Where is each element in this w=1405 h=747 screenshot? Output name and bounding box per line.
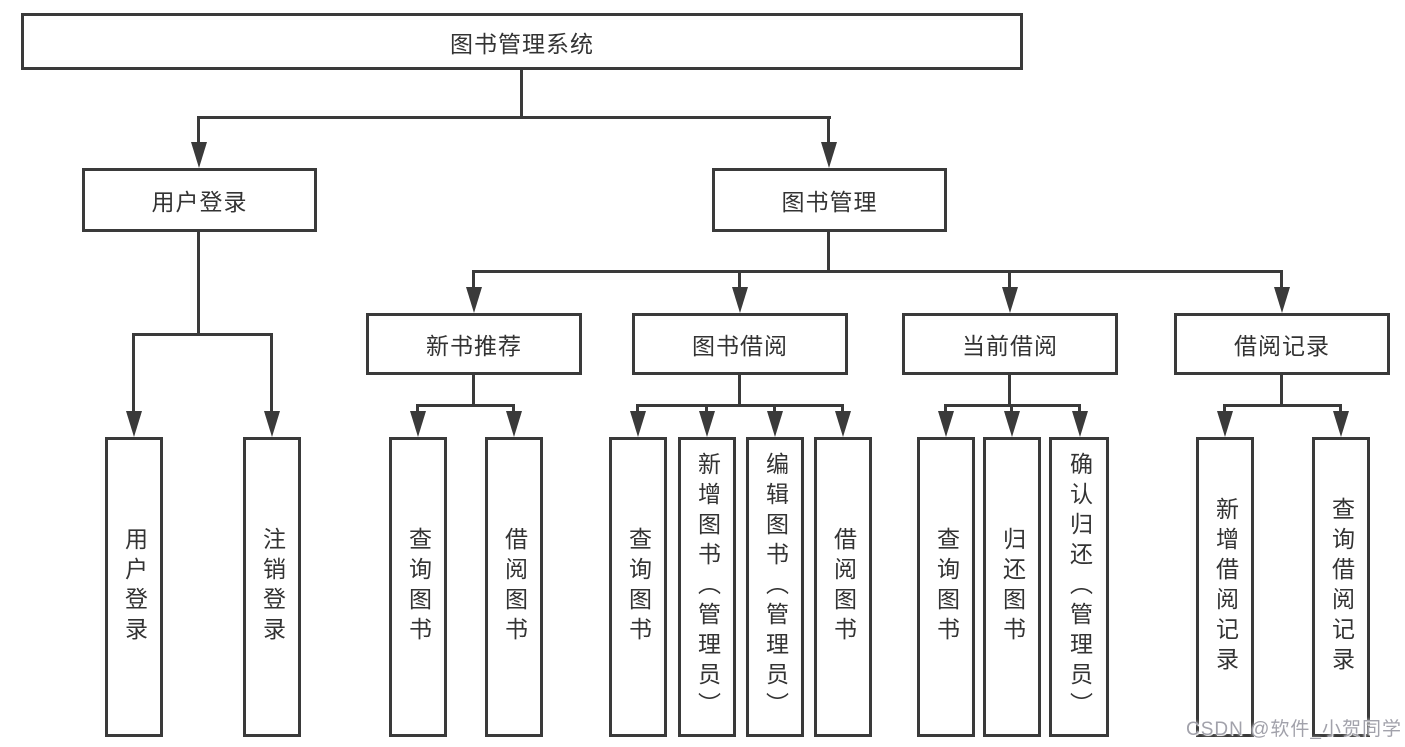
arrow-down-cb-return <box>1004 411 1020 437</box>
arrow-down-current-borrow <box>1002 287 1018 313</box>
connector-current-borrow-down <box>1008 375 1011 406</box>
arrow-down-new-book <box>466 287 482 313</box>
arrow-down-bb-borrow <box>835 411 851 437</box>
leaf-label: 借阅图书 <box>830 527 857 647</box>
node-label: 当前借阅 <box>962 333 1058 359</box>
arrow-down-bb-query <box>630 411 646 437</box>
connector-borrow-records-down <box>1280 375 1283 406</box>
arrow-down-user-login <box>191 142 207 168</box>
connector-book-mgmt-down <box>827 232 830 272</box>
arrow-down-br-add <box>1217 411 1233 437</box>
leaf-br-add-record: 新增借阅记录 <box>1196 437 1254 737</box>
leaf-label: 归还图书 <box>999 527 1026 647</box>
connector-root-stem <box>520 70 523 118</box>
leaf-label: 查询图书 <box>625 527 652 647</box>
leaf-cb-return-books: 归还图书 <box>983 437 1041 737</box>
leaf-label: 用户登录 <box>121 527 148 647</box>
leaf-label: 注销登录 <box>259 527 286 647</box>
leaf-label: 查询借阅记录 <box>1328 497 1355 677</box>
leaf-bb-edit-books-admin: 编辑图书（管理员） <box>746 437 804 737</box>
arrow-down-br-query <box>1333 411 1349 437</box>
connector-new-book-stem <box>472 272 475 292</box>
connector-user-login-bar <box>132 333 273 336</box>
leaf-cb-confirm-return-admin: 确认归还（管理员） <box>1049 437 1109 737</box>
leaf-label: 编辑图书（管理员） <box>762 452 789 722</box>
leaf-bb-borrow-books: 借阅图书 <box>814 437 872 737</box>
connector-user-login-stem <box>197 118 200 148</box>
node-borrowing-records: 借阅记录 <box>1174 313 1390 375</box>
leaf-user-login: 用户登录 <box>105 437 163 737</box>
connector-borrow-records-stem <box>1280 272 1283 292</box>
connector-new-book-bar <box>416 404 515 407</box>
csdn-watermark: CSDN @软件_小贺同学 <box>1186 719 1402 740</box>
arrow-down-book-mgmt <box>821 142 837 168</box>
node-label: 用户登录 <box>151 189 248 215</box>
connector-borrow-records-bar <box>1223 404 1342 407</box>
connector-book-mgmt-bar <box>472 270 1283 273</box>
arrow-down-borrow-records <box>1274 287 1290 313</box>
node-book-management: 图书管理 <box>712 168 947 232</box>
connector-user-login-down <box>197 232 200 335</box>
connector-book-borrow-down <box>738 375 741 406</box>
arrow-down-nb-borrow <box>506 411 522 437</box>
node-user-login: 用户登录 <box>82 168 317 232</box>
connector-leaf-logout-stem <box>270 335 273 415</box>
leaf-cb-query-books: 查询图书 <box>917 437 975 737</box>
node-label: 图书借阅 <box>692 333 788 359</box>
node-new-book-recommend: 新书推荐 <box>366 313 582 375</box>
connector-current-borrow-stem <box>1008 272 1011 292</box>
connector-book-borrow-stem <box>738 272 741 292</box>
leaf-label: 查询图书 <box>933 527 960 647</box>
arrow-down-bb-edit <box>767 411 783 437</box>
arrow-down-cb-query <box>938 411 954 437</box>
connector-book-borrow-bar <box>636 404 844 407</box>
node-book-borrowing: 图书借阅 <box>632 313 848 375</box>
leaf-label: 确认归还（管理员） <box>1066 452 1093 722</box>
leaf-nb-query-books: 查询图书 <box>389 437 447 737</box>
node-label: 借阅记录 <box>1234 333 1330 359</box>
leaf-label: 借阅图书 <box>501 527 528 647</box>
leaf-label: 新增借阅记录 <box>1212 497 1239 677</box>
connector-leaf-login-stem <box>132 335 135 415</box>
arrow-down-cb-confirm <box>1072 411 1088 437</box>
arrow-down-book-borrow <box>732 287 748 313</box>
arrow-down-leaf-login <box>126 411 142 437</box>
leaf-bb-query-books: 查询图书 <box>609 437 667 737</box>
leaf-logout: 注销登录 <box>243 437 301 737</box>
arrow-down-nb-query <box>410 411 426 437</box>
leaf-label: 查询图书 <box>405 527 432 647</box>
connector-new-book-down <box>472 375 475 406</box>
arrow-down-bb-add <box>699 411 715 437</box>
connector-book-mgmt-stem <box>827 118 830 148</box>
leaf-nb-borrow-books: 借阅图书 <box>485 437 543 737</box>
node-library-system: 图书管理系统 <box>21 13 1023 70</box>
leaf-bb-add-books-admin: 新增图书（管理员） <box>678 437 736 737</box>
leaf-br-query-record: 查询借阅记录 <box>1312 437 1370 737</box>
node-label: 新书推荐 <box>426 333 522 359</box>
connector-root-bar <box>197 116 831 119</box>
node-current-borrowing: 当前借阅 <box>902 313 1118 375</box>
node-label: 图书管理 <box>781 189 878 215</box>
arrow-down-leaf-logout <box>264 411 280 437</box>
leaf-label: 新增图书（管理员） <box>694 452 721 722</box>
connector-current-borrow-bar <box>944 404 1081 407</box>
node-label: 图书管理系统 <box>450 30 594 57</box>
